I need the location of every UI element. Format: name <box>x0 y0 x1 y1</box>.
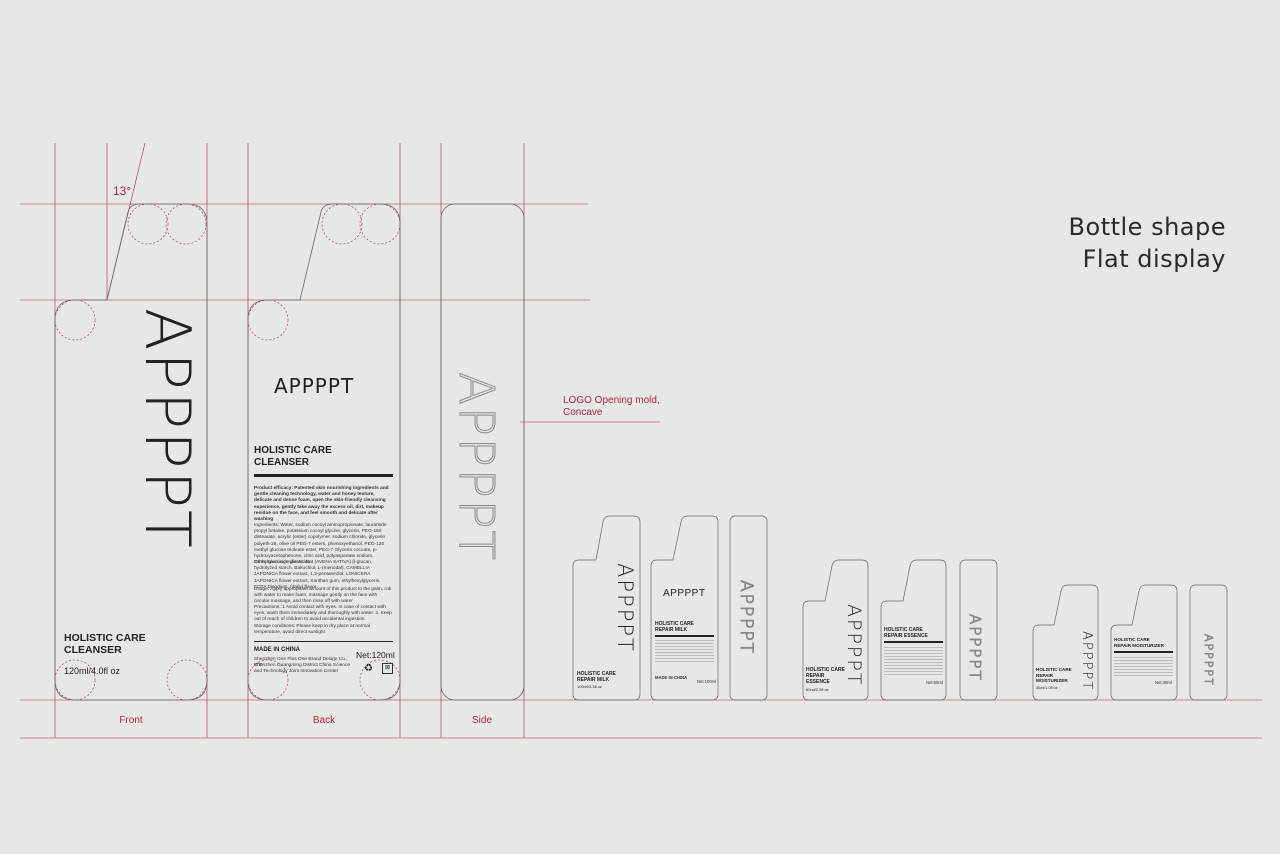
milk-back-text-block <box>655 638 714 664</box>
back-product-name: HOLISTIC CARE CLEANSER <box>254 445 332 469</box>
essence-side-brand: APPPPT <box>966 614 985 683</box>
moisturizer-front-line-1: HOLISTIC CARE <box>1036 667 1072 672</box>
milk-back-made-in: MADE IN CHINA <box>655 675 688 680</box>
angle-label: 13° <box>113 184 132 198</box>
essence-front-name: HOLISTIC CARE REPAIR ESSENCE <box>806 667 845 685</box>
back-view-label: Back <box>312 715 336 726</box>
back-product-line-2: CLEANSER <box>254 457 310 468</box>
moisturizer-side-brand: APPPPT <box>1202 634 1216 688</box>
large-bottle-outlines <box>54 203 525 701</box>
moisturizer-front-line-2: REPAIR <box>1036 672 1054 678</box>
milk-side-brand: APPPPT <box>736 579 757 656</box>
side-view-label: Side <box>471 715 492 726</box>
essence-back-name: HOLISTIC CARE REPAIR ESSENCE <box>884 627 928 639</box>
milk-front-line-1: HOLISTIC CARE <box>577 671 616 677</box>
back-company-1: Shenzhen One Plus One Brand Design Co., … <box>254 657 348 669</box>
side-brand-logo-concave: APPPPT <box>448 372 505 563</box>
milk-front-volume: 100ml/3.3fl oz <box>577 684 602 689</box>
moisturizer-back-line-2: REPAIR MOISTURIZER <box>1114 642 1164 648</box>
moisturizer-front-line-3: MOISTURIZER <box>1036 678 1068 684</box>
essence-front-line-1: HOLISTIC CARE <box>806 667 845 673</box>
front-view-label: Front <box>119 715 143 726</box>
milk-back-bar <box>655 635 714 637</box>
front-volume: 120ml/4.0fl oz <box>64 666 121 676</box>
essence-back-text-block <box>884 645 943 677</box>
back-trace-text: Other trace ingredients: Oat (AVENA SATI… <box>254 560 381 590</box>
back-ingredients-text: Ingredients: Water, sodium cocoyl aminop… <box>254 523 387 566</box>
recycle-icon: ♻ <box>364 663 373 674</box>
back-thin-divider <box>254 641 393 642</box>
back-product-line-1: HOLISTIC CARE <box>254 445 332 456</box>
logo-note-line-2: Concave <box>563 407 603 418</box>
heading-line-2: Flat display <box>1082 245 1226 273</box>
moisturizer-front-name: HOLISTIC CARE REPAIR MOISTURIZER <box>1036 667 1072 684</box>
moisturizer-front-brand: APPPPT <box>1079 631 1094 692</box>
milk-back-line-2: REPAIR MILK <box>655 627 688 633</box>
essence-back-net: Net:60ml <box>926 680 943 685</box>
moisturizer-back-text-block <box>1114 655 1173 677</box>
essence-front-line-2: REPAIR <box>806 672 825 679</box>
back-precautions-text: Precautions: 1 Avoid contact with eyes. … <box>254 605 392 623</box>
small-bottle-outlines <box>572 515 1228 701</box>
back-divider-bar <box>254 474 393 477</box>
milk-front-name: HOLISTIC CARE REPAIR MILK <box>577 671 616 683</box>
moisturizer-back-name: HOLISTIC CARE REPAIR MOISTURIZER <box>1114 637 1164 648</box>
back-brand-logo: APPPPT <box>274 374 355 398</box>
back-company-2: Shenzhen Guangming District China Scienc… <box>254 663 350 675</box>
back-efficacy-text: Product efficacy: Patented skin nourishi… <box>254 486 389 523</box>
back-storage-text: Storage conditions: Please keep in dry p… <box>254 624 370 636</box>
moisturizer-back-net: Net:30ml <box>1155 680 1172 685</box>
front-product-line-2: CLEANSER <box>64 644 122 656</box>
essence-back-line-2: REPAIR ESSENCE <box>884 633 928 639</box>
essence-front-brand: APPPPT <box>843 604 865 687</box>
essence-front-line-3: ESSENCE <box>806 678 830 685</box>
front-brand-logo: APPPPT <box>131 308 204 550</box>
essence-front-volume: 60ml/2.0fl oz <box>806 687 829 692</box>
moisturizer-back-line-1: HOLISTIC CARE <box>1114 637 1150 642</box>
back-made-in: MADE IN CHINA <box>254 647 300 653</box>
front-product-name: HOLISTIC CARE CLEANSER <box>64 632 146 656</box>
front-product-line-1: HOLISTIC CARE <box>64 632 146 644</box>
back-net: Net:120ml <box>356 650 395 660</box>
back-usage-text: Usage: Apply appropriate amount of this … <box>254 587 392 605</box>
milk-back-net: Net:100ml <box>697 679 717 684</box>
milk-back-name: HOLISTIC CARE REPAIR MILK <box>655 621 694 633</box>
logo-mold-note: LOGO Opening mold, Concave <box>563 395 660 419</box>
moisturizer-back-bar <box>1114 651 1173 653</box>
milk-front-brand: APPPPT <box>613 563 637 653</box>
trash-bin-icon: ⊠ <box>382 663 393 674</box>
milk-back-brand: APPPPT <box>663 588 706 599</box>
milk-back-line-1: HOLISTIC CARE <box>655 621 694 627</box>
milk-front-line-2: REPAIR MILK <box>577 677 610 683</box>
logo-note-line-1: LOGO Opening mold, <box>563 395 660 406</box>
moisturizer-front-volume: 30ml/1.0fl oz <box>1036 686 1058 690</box>
essence-back-line-1: HOLISTIC CARE <box>884 627 923 633</box>
heading-line-1: Bottle shape <box>1068 213 1226 241</box>
essence-back-bar <box>884 641 943 643</box>
